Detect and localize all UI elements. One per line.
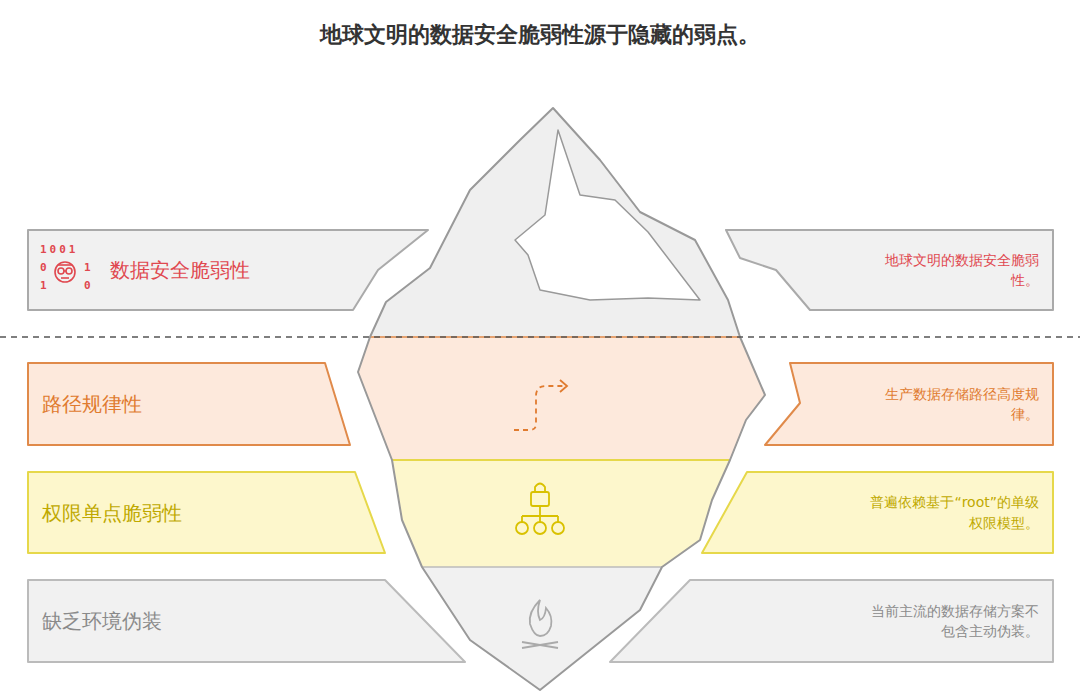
banner-outline	[28, 472, 385, 553]
category-banner: 路径规律性	[28, 363, 350, 445]
description-banner: 当前主流的数据存储方案不包含主动伪装。	[610, 580, 1053, 662]
banner-outline	[28, 363, 350, 445]
banner-outline	[28, 230, 428, 310]
banner-outline	[726, 230, 1053, 310]
binary-digit: 1001	[40, 243, 79, 256]
permission-icon	[516, 484, 564, 535]
fire-icon	[522, 600, 558, 648]
binary-digit: 1	[84, 261, 94, 274]
banner-shape	[610, 580, 1053, 662]
description-text: 生产数据存储路径高度规律。	[859, 384, 1039, 425]
category-label: 路径规律性	[42, 392, 142, 416]
category-banner: 缺乏环境伪装	[28, 580, 465, 662]
description-text: 当前主流的数据存储方案不包含主动伪装。	[859, 601, 1039, 642]
description-text: 普遍依赖基于“root”的单级权限模型。	[859, 492, 1039, 533]
banner-outline	[610, 580, 1053, 662]
description-text: 地球文明的数据安全脆弱性。	[859, 250, 1039, 291]
water-line	[0, 336, 1080, 338]
banner-shape	[765, 363, 1053, 445]
banner-outline	[765, 363, 1053, 445]
binary-digit: 1	[40, 279, 50, 292]
diagram-title: 地球文明的数据安全脆弱性源于隐藏的弱点。	[0, 20, 1080, 50]
description-banner: 生产数据存储路径高度规律。	[765, 363, 1053, 445]
description-banner: 普遍依赖基于“root”的单级权限模型。	[702, 472, 1053, 553]
banner-shape	[702, 472, 1053, 553]
category-label: 权限单点脆弱性	[42, 501, 182, 525]
snow-cap	[515, 130, 700, 300]
binary-digit: 0	[40, 261, 50, 274]
description-banner: 地球文明的数据安全脆弱性。	[726, 230, 1053, 310]
category-label: 缺乏环境伪装	[42, 609, 162, 633]
category-label: 数据安全脆弱性	[110, 258, 250, 282]
category-banner: 权限单点脆弱性	[28, 472, 385, 553]
binary-digit: 0	[84, 279, 94, 292]
banner-shape	[726, 230, 1053, 310]
path-icon	[514, 380, 567, 430]
banner-outline	[702, 472, 1053, 553]
banner-outline	[28, 580, 465, 662]
